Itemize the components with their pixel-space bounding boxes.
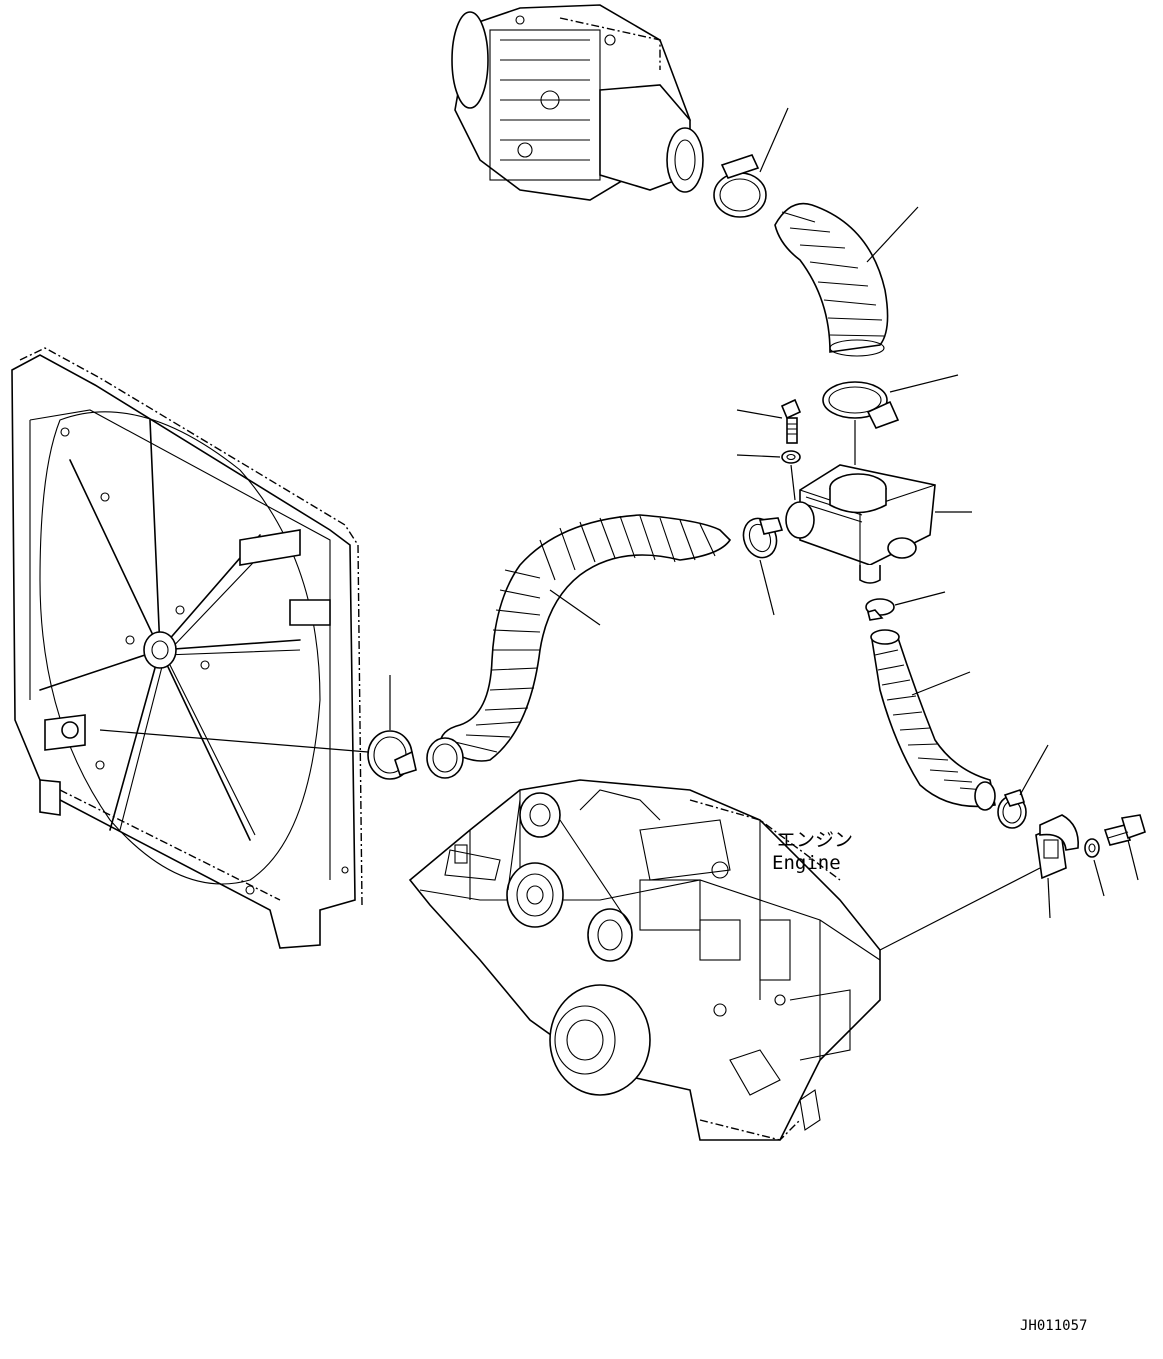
leader-line: [1127, 839, 1139, 881]
hose-lower-right: [865, 598, 895, 621]
leader-line: [1019, 744, 1049, 796]
hose-clamp-middle: [822, 381, 900, 429]
washer-lower: [1084, 838, 1100, 858]
leader-line: [736, 409, 783, 419]
leader-line: [759, 559, 775, 616]
air-cleaner-assembly: [451, 4, 704, 201]
leader-line: [549, 589, 601, 626]
hose-upper-elbow: [774, 202, 889, 357]
engine-label-en: Engine: [772, 852, 841, 874]
leader-line: [889, 374, 959, 393]
bolt-lower: [1103, 814, 1146, 846]
engine-block: [408, 779, 881, 1141]
leader-line: [1093, 859, 1105, 897]
precleaner-box: [785, 464, 936, 584]
intake-flange: [1035, 814, 1079, 880]
hose-clamp-center: [742, 517, 784, 559]
leader-line: [866, 206, 919, 263]
leader-line: [879, 867, 1041, 951]
hose-clamp-lower: [997, 788, 1027, 829]
hose-clamp-radiator: [367, 730, 417, 780]
drawing-id: JH011057: [1020, 1318, 1087, 1334]
washer-upper: [781, 450, 801, 464]
hose-lower-bent: [870, 629, 996, 811]
bolt-upper: [780, 398, 802, 444]
leader-line: [911, 671, 971, 696]
hose-main: [426, 514, 732, 779]
leader-line: [99, 729, 369, 753]
leader-line: [894, 591, 946, 606]
hose-clamp-upper: [713, 154, 767, 218]
leader-line: [790, 464, 796, 501]
leader-line: [1047, 877, 1051, 919]
leader-line: [759, 107, 789, 173]
leader-line: [736, 454, 781, 458]
radiator-shroud: [11, 347, 363, 949]
engine-label-jp: エンジン: [777, 829, 853, 851]
